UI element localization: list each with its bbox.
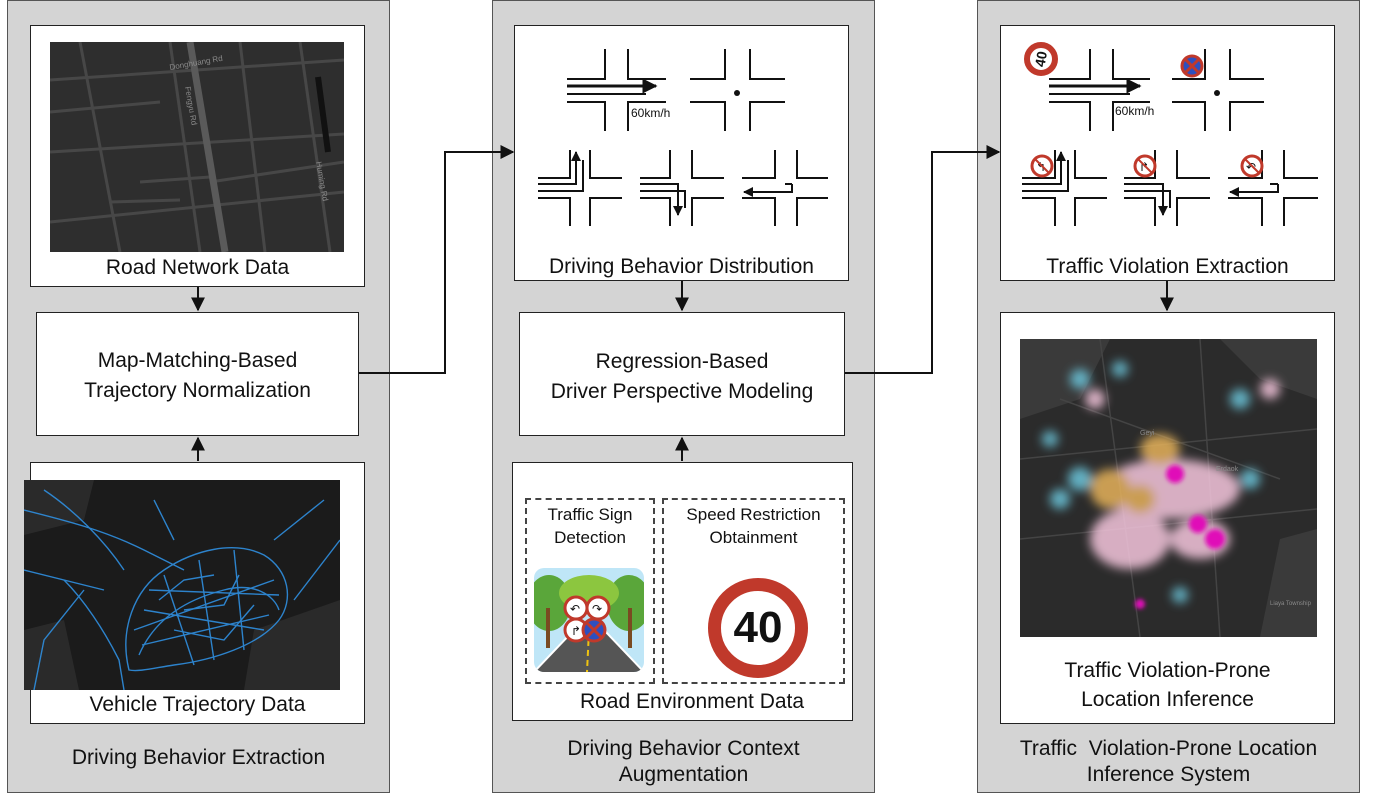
heatmap-label-geyi: Geyi	[1140, 430, 1155, 437]
road-environment-box: Traffic Sign Detection ↶ ↷ ↱	[512, 462, 853, 721]
map-matching-label-line2: Trajectory Normalization	[84, 379, 311, 402]
regression-label-line1: Regression-Based	[595, 350, 769, 373]
road-network-map: Donghuang Rd Fengyu Rd Huming Rd	[50, 42, 344, 252]
regression-box: Regression-Based Driver Perspective Mode…	[519, 312, 845, 436]
map-matching-label-line1: Map-Matching-Based	[97, 349, 298, 372]
inference-label-line1: Traffic Violation-Prone	[1064, 659, 1271, 682]
middle-panel-caption-line1: Driving Behavior Context	[567, 737, 800, 760]
speed-sign-small-value: 40	[1031, 49, 1051, 69]
road-environment-label: Road Environment Data	[579, 690, 805, 713]
speed-restriction-label-line1: Speed Restriction	[686, 505, 821, 524]
sign-detection-label-line2: Detection	[554, 528, 626, 547]
regression-label-line2: Driver Perspective Modeling	[550, 380, 814, 403]
left-panel-caption: Driving Behavior Extraction	[71, 746, 326, 769]
heatmap-image: Geyi Erdaok Liaya Township	[1020, 339, 1317, 637]
violation-extraction-label: Traffic Violation Extraction	[1046, 255, 1289, 278]
road-network-box: Donghuang Rd Fengyu Rd Huming Rd Road Ne…	[30, 25, 365, 287]
heatmap-label-erdaok: Erdaok	[1216, 466, 1239, 473]
sign-detection-image: ↶ ↷ ↱	[534, 568, 644, 672]
inference-box: Geyi Erdaok Liaya Township Traffic Viola…	[1000, 312, 1335, 724]
sign-detection-graphic: ↶ ↷ ↱	[534, 575, 644, 672]
sign-detection-area: Traffic Sign Detection ↶ ↷ ↱	[525, 498, 655, 684]
speed-sign-small: 40	[1024, 42, 1058, 76]
heatmap-label-liaya: Liaya Township	[1270, 601, 1312, 607]
svg-text:↷: ↷	[592, 602, 602, 616]
right-panel-caption-line1: Traffic Violation-Prone Location	[1019, 737, 1318, 760]
speed-restriction-area: Speed Restriction Obtainment 40	[662, 498, 845, 684]
behavior-distribution-label: Driving Behavior Distribution	[549, 255, 814, 278]
svg-text:↱: ↱	[571, 624, 581, 638]
speed-limit-sign: 40	[708, 578, 808, 678]
middle-panel-caption-line2: Augmentation	[618, 763, 749, 786]
speed-limit-sign-value: 40	[733, 603, 783, 652]
sign-detection-label-line1: Traffic Sign	[547, 505, 633, 524]
vehicle-trajectory-label: Vehicle Trajectory Data	[89, 693, 306, 716]
road-network-map-graphic: Donghuang Rd Fengyu Rd Huming Rd	[50, 42, 344, 252]
vehicle-trajectory-graphic	[24, 480, 340, 690]
heatmap-graphic: Geyi Erdaok Liaya Township	[1020, 339, 1317, 637]
behavior-distribution-box: Driving Behavior Distribution 60km/h	[514, 25, 849, 281]
svg-text:↶: ↶	[570, 602, 580, 616]
speed-label-middle: 60km/h	[631, 106, 671, 120]
vehicle-trajectory-map	[24, 480, 340, 690]
right-panel-caption-line2: Inference System	[1086, 763, 1251, 786]
map-matching-box: Map-Matching-Based Trajectory Normalizat…	[36, 312, 359, 436]
vehicle-trajectory-box: Vehicle Trajectory Data	[24, 462, 365, 724]
speed-label-right: 60km/h	[1115, 104, 1155, 118]
speed-restriction-label-line2: Obtainment	[709, 528, 798, 547]
violation-extraction-box: Traffic Violation Extraction 60km/h 40	[1000, 25, 1335, 281]
inference-label-line2: Location Inference	[1081, 688, 1254, 711]
road-network-label: Road Network Data	[105, 256, 290, 279]
